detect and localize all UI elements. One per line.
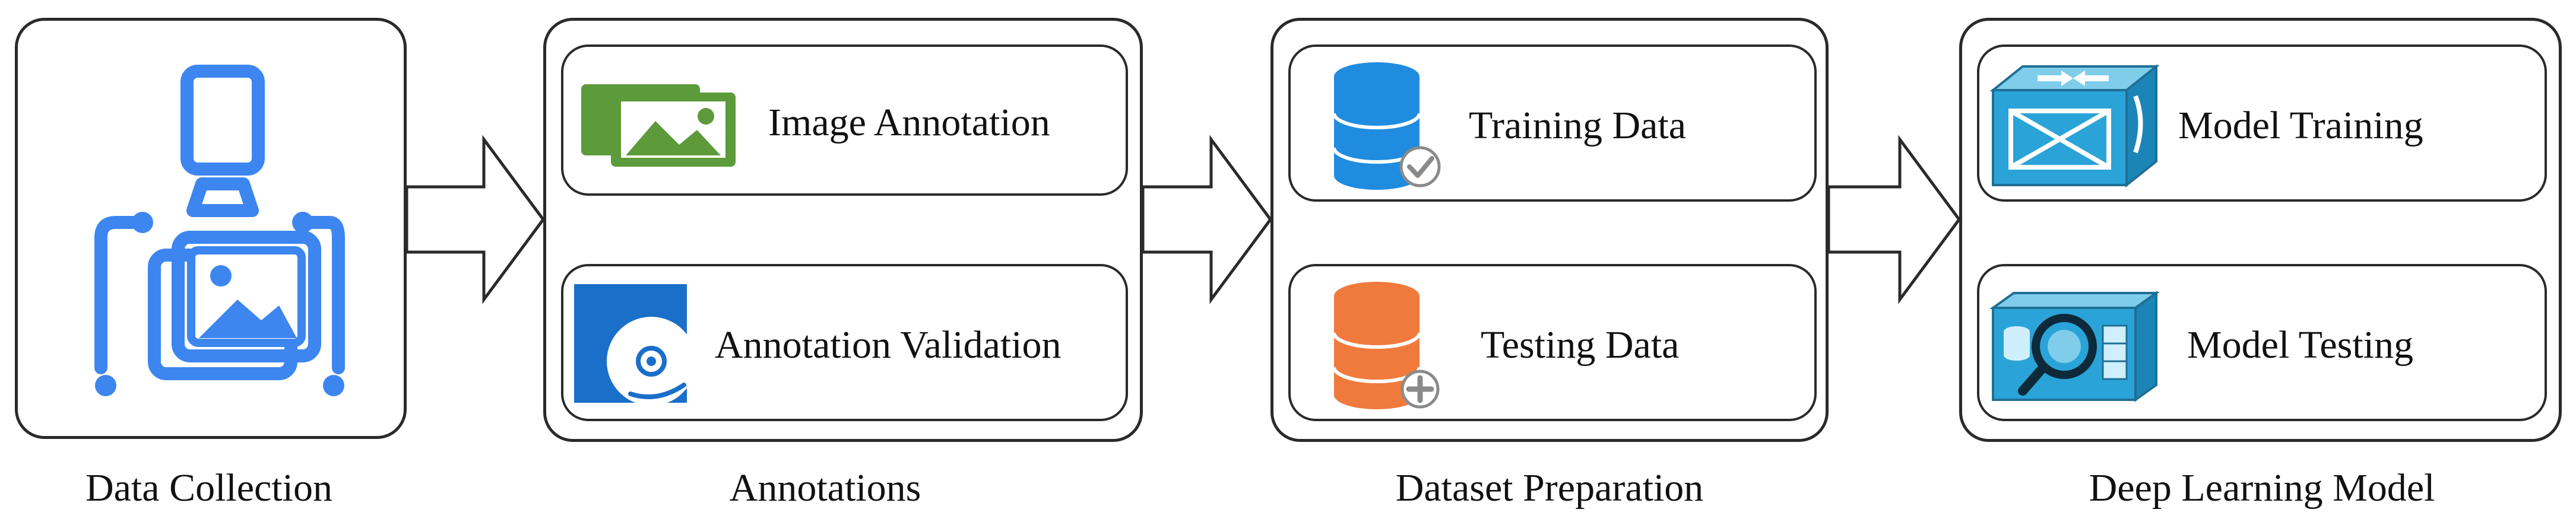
- dataset-preparation-caption: Dataset Preparation: [1395, 466, 1704, 510]
- camera-capture-icon: [94, 65, 345, 396]
- model-testing-label: Model Testing: [2187, 323, 2413, 367]
- database-check-icon: [1332, 62, 1441, 190]
- model-training-label: Model Training: [2178, 104, 2423, 147]
- model-testing-card: Model Testing: [1977, 264, 2547, 421]
- training-data-label: Training Data: [1469, 104, 1687, 147]
- testing-data-card: Testing Data: [1288, 264, 1817, 421]
- training-data-card: Training Data: [1288, 44, 1817, 202]
- arrow-dataset-to-model: [1827, 135, 1962, 304]
- annotation-validation-card: Annotation Validation: [561, 264, 1128, 421]
- data-collection-box: [15, 18, 407, 439]
- deep-learning-model-caption: Deep Learning Model: [2089, 466, 2435, 510]
- deep-learning-model-box: Model Training Model Testing: [1959, 18, 2562, 442]
- image-gallery-icon: [581, 84, 736, 167]
- database-plus-icon: [1332, 282, 1440, 409]
- data-collection-caption: Data Collection: [85, 466, 333, 510]
- annotations-box: Image Annotation Annotation Validation: [543, 18, 1143, 442]
- arrow-annotations-to-dataset: [1141, 135, 1273, 304]
- model-training-card: Model Training: [1977, 44, 2547, 202]
- dataset-preparation-box: Training Data Testing Data: [1270, 18, 1829, 442]
- testing-data-label: Testing Data: [1481, 323, 1680, 367]
- arrow-collection-to-annotations: [405, 135, 546, 304]
- annotations-caption: Annotations: [729, 466, 921, 510]
- image-annotation-card: Image Annotation: [561, 44, 1128, 196]
- inspection-cube-icon: [1990, 291, 2159, 402]
- image-annotation-label: Image Annotation: [768, 101, 1050, 144]
- disc-validation-icon: [574, 284, 699, 406]
- network-switch-icon: [1990, 63, 2159, 188]
- annotation-validation-label: Annotation Validation: [715, 323, 1062, 367]
